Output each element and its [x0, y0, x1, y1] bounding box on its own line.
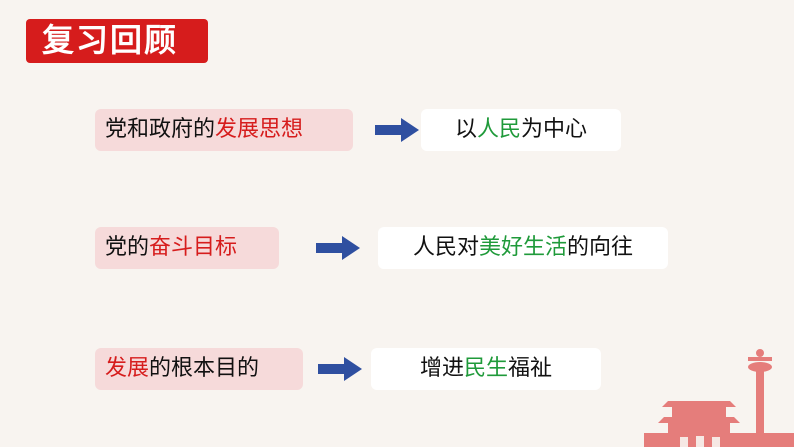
- row-2-answer-part-1: 人民对: [412, 235, 479, 260]
- row-1-answer-part-1: 以: [454, 117, 477, 142]
- row-3-topic-part-2: 的根本目的: [149, 356, 260, 381]
- row-2-topic: 党的奋斗目标: [95, 227, 279, 269]
- row-1-answer-part-2: 人民: [476, 117, 521, 142]
- row-1-topic-part-2: 发展思想: [215, 117, 304, 142]
- arrow-right-icon: [318, 357, 362, 381]
- row-1-answer: 以人民为中心: [421, 109, 621, 151]
- row-2-answer-part-3: 的向往: [567, 235, 634, 260]
- row-2-topic-part-2: 奋斗目标: [149, 235, 238, 260]
- row-3-answer-part-1: 增进: [419, 356, 464, 381]
- row-1-answer-part-3: 为中心: [521, 117, 588, 142]
- row-3-answer: 增进民生福祉: [371, 348, 601, 390]
- row-2-answer-part-2: 美好生活: [478, 235, 567, 260]
- row-2-topic-part-1: 党的: [105, 235, 150, 260]
- tiananmen-decoration-icon: [644, 349, 794, 447]
- title-banner: [26, 19, 208, 63]
- row-3-topic-part-1: 发展: [105, 356, 150, 381]
- row-3-answer-part-3: 福祉: [508, 356, 553, 381]
- row-1-topic: 党和政府的发展思想: [95, 109, 353, 151]
- row-3-topic: 发展的根本目的: [95, 348, 303, 390]
- row-1-topic-part-1: 党和政府的: [105, 117, 216, 142]
- row-3-answer-part-2: 民生: [463, 356, 508, 381]
- arrow-right-icon: [375, 118, 419, 142]
- arrow-right-icon: [316, 236, 360, 260]
- page-title: 复习回顾: [42, 21, 179, 59]
- row-2-answer: 人民对美好生活的向往: [378, 227, 668, 269]
